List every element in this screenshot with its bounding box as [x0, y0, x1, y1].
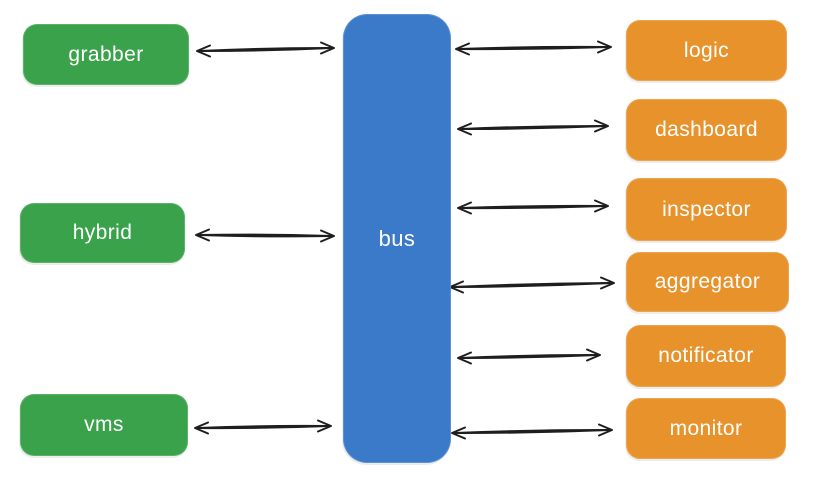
node-bus: bus: [343, 14, 451, 463]
arrow-bus-logic: [455, 40, 612, 56]
node-hybrid-label: hybrid: [72, 221, 133, 244]
node-aggregator: aggregator: [626, 252, 789, 312]
node-monitor: monitor: [626, 398, 786, 459]
arrow-bus-inspector: [457, 199, 609, 215]
arrow-bus-notificator: [457, 348, 601, 365]
node-vms: vms: [20, 394, 188, 456]
arrow-bus-aggregator: [449, 276, 615, 294]
node-notificator-label: notificator: [658, 344, 754, 367]
arrow-hybrid-bus: [195, 228, 335, 243]
node-hybrid: hybrid: [20, 203, 185, 263]
node-bus-label: bus: [378, 225, 416, 251]
node-dashboard: dashboard: [626, 99, 787, 161]
arrow-bus-monitor: [451, 423, 613, 440]
node-notificator: notificator: [626, 325, 786, 387]
node-logic: logic: [626, 20, 787, 81]
arrow-vms-bus: [194, 419, 332, 435]
node-inspector: inspector: [626, 178, 787, 241]
arrow-grabber-bus: [196, 41, 335, 58]
node-logic-label: logic: [683, 38, 730, 62]
node-inspector-label: inspector: [662, 197, 751, 221]
node-grabber-label: grabber: [68, 42, 144, 66]
node-vms-label: vms: [84, 413, 124, 436]
node-monitor-label: monitor: [669, 416, 743, 440]
node-dashboard-label: dashboard: [655, 118, 758, 141]
node-aggregator-label: aggregator: [654, 270, 761, 293]
node-grabber: grabber: [23, 24, 189, 85]
arrow-bus-dashboard: [457, 119, 609, 136]
